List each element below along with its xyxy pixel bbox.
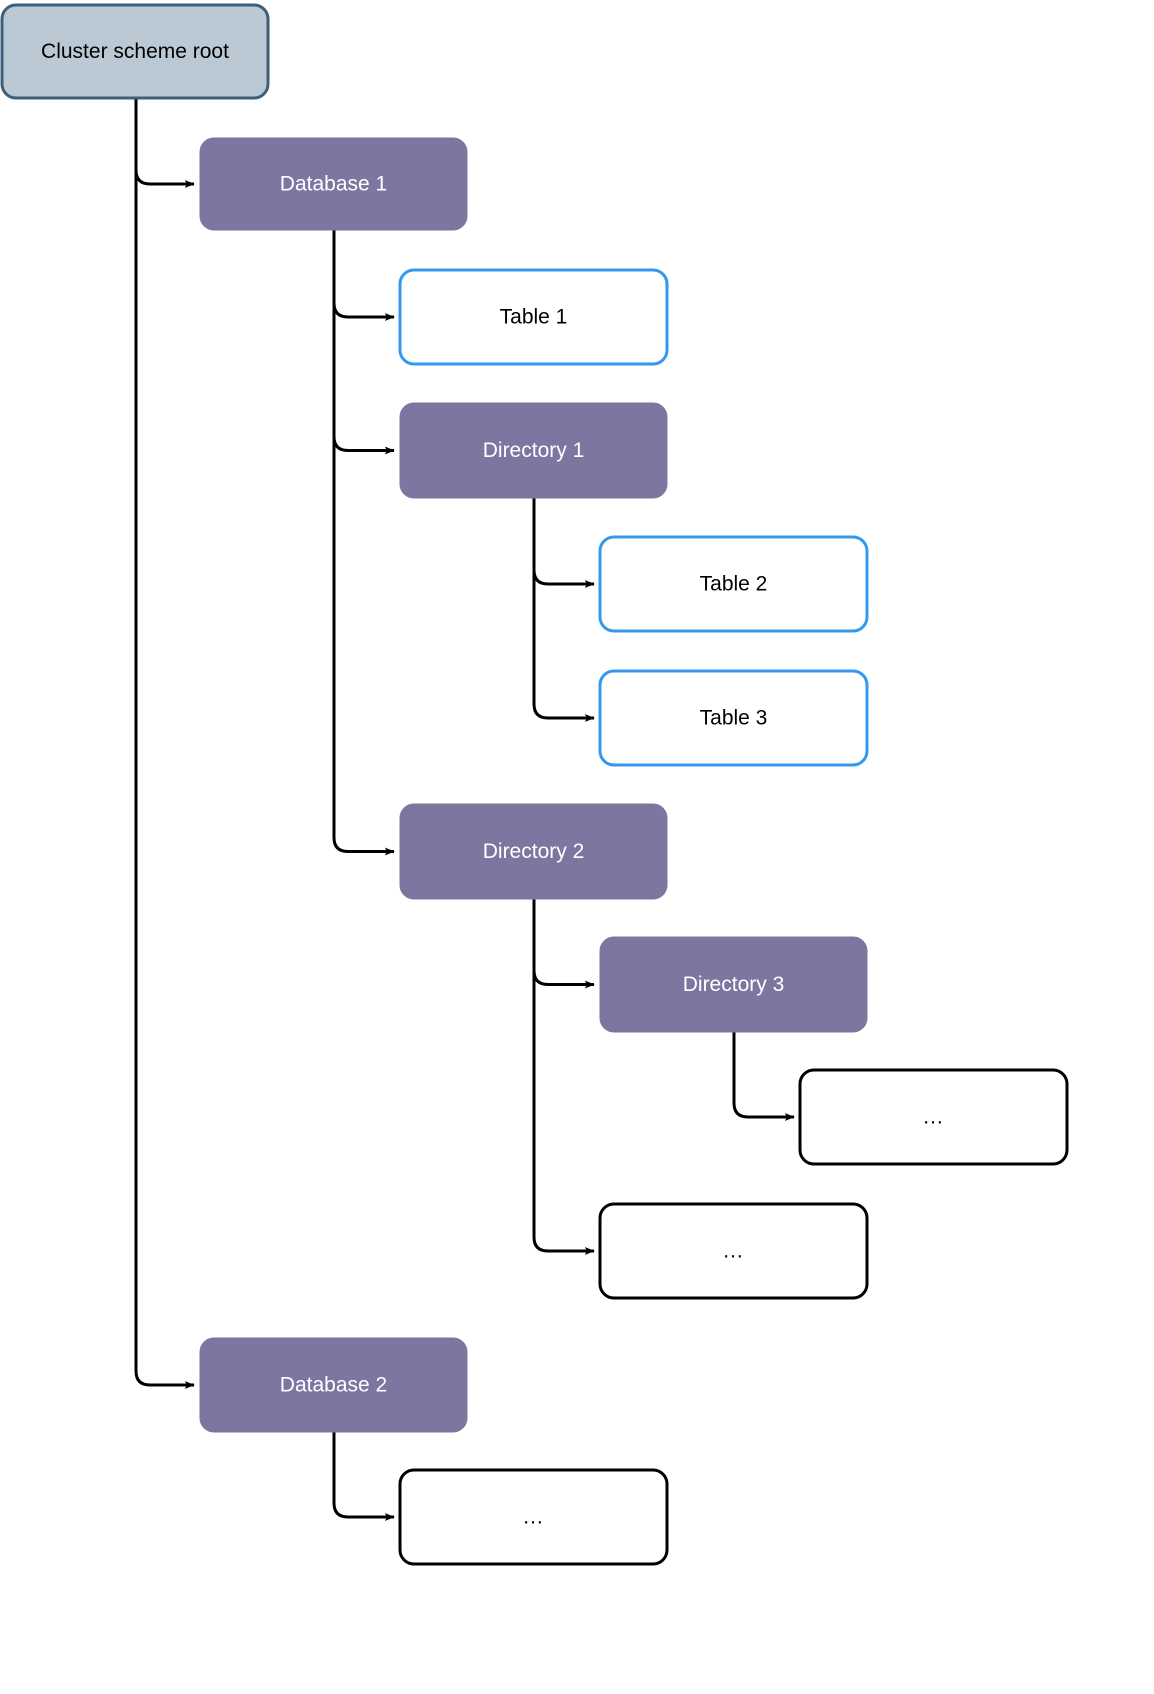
- node-directory1[interactable]: Directory 1: [399, 402, 668, 499]
- node-table1-box[interactable]: [398, 268, 669, 366]
- node-table2-box[interactable]: [598, 535, 869, 633]
- node-root-label: Cluster scheme root: [41, 40, 229, 63]
- edge-directory1-to-table2: [532, 498, 595, 588]
- node-dots3[interactable]: ...: [398, 1468, 669, 1566]
- node-table1[interactable]: Table 1: [398, 268, 669, 366]
- node-table2[interactable]: Table 2: [598, 535, 869, 633]
- node-database1[interactable]: Database 1: [199, 137, 468, 231]
- node-directory1-label: Directory 1: [483, 439, 585, 462]
- node-database2-box[interactable]: [199, 1337, 468, 1433]
- node-dots3-box[interactable]: [398, 1468, 669, 1566]
- node-database2-label: Database 2: [280, 1374, 387, 1397]
- node-table1-label: Table 1: [500, 306, 568, 329]
- node-dots2-label: ...: [723, 1240, 744, 1263]
- edge-directory2-to-directory3: [532, 899, 595, 989]
- node-dots1-label: ...: [923, 1106, 944, 1129]
- node-dots2-box[interactable]: [598, 1202, 869, 1300]
- node-directory2[interactable]: Directory 2: [399, 803, 668, 900]
- edge-database1-to-directory2: [332, 230, 395, 856]
- edge-root-to-database1: [134, 98, 195, 188]
- node-root-box[interactable]: [0, 3, 270, 100]
- node-database1-box[interactable]: [199, 137, 468, 231]
- node-table2-label: Table 2: [700, 573, 768, 596]
- node-database1-label: Database 1: [280, 173, 387, 196]
- node-dots3-label: ...: [523, 1506, 544, 1529]
- edge-directory3-to-dots1: [732, 1032, 795, 1121]
- node-directory2-label: Directory 2: [483, 840, 585, 863]
- node-dots1-box[interactable]: [798, 1068, 1069, 1166]
- node-directory3[interactable]: Directory 3: [599, 936, 868, 1033]
- edge-directory1-to-table3: [532, 498, 595, 722]
- node-root[interactable]: Cluster scheme root: [0, 3, 270, 100]
- node-directory1-box[interactable]: [399, 402, 668, 499]
- edge-database2-to-dots3: [332, 1432, 395, 1521]
- node-directory3-box[interactable]: [599, 936, 868, 1033]
- node-directory3-label: Directory 3: [683, 973, 785, 996]
- node-table3-label: Table 3: [700, 707, 768, 730]
- node-dots1[interactable]: ...: [798, 1068, 1069, 1166]
- edge-database1-to-directory1: [332, 230, 395, 455]
- node-table3[interactable]: Table 3: [598, 669, 869, 767]
- edge-database1-to-table1: [332, 230, 395, 321]
- node-database2[interactable]: Database 2: [199, 1337, 468, 1433]
- node-directory2-box[interactable]: [399, 803, 668, 900]
- node-dots2[interactable]: ...: [598, 1202, 869, 1300]
- edge-root-to-database2: [134, 98, 195, 1389]
- edge-directory2-to-dots2: [532, 899, 595, 1255]
- edges-layer: [134, 98, 795, 1521]
- node-table3-box[interactable]: [598, 669, 869, 767]
